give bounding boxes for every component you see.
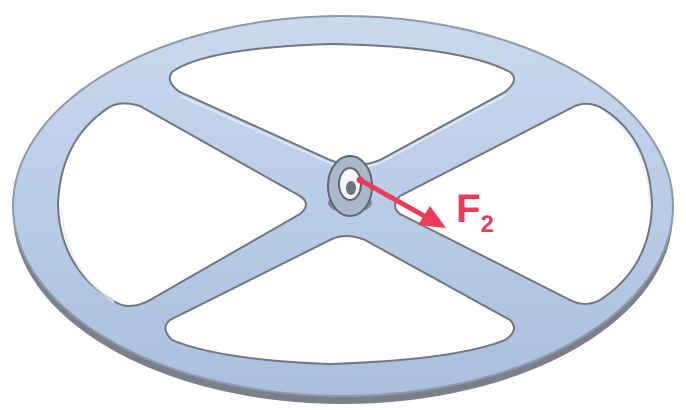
force-arrow-shaft [357, 177, 431, 221]
force-arrow-head [418, 206, 446, 228]
force-symbol: F [456, 187, 480, 231]
wheel-window-edges [56, 42, 654, 366]
force-subscript: 2 [480, 211, 493, 238]
eye-bolt [327, 155, 373, 217]
force-arrow-origin [356, 176, 364, 184]
force-arrow [356, 176, 446, 228]
force-label: F2 [456, 187, 494, 238]
